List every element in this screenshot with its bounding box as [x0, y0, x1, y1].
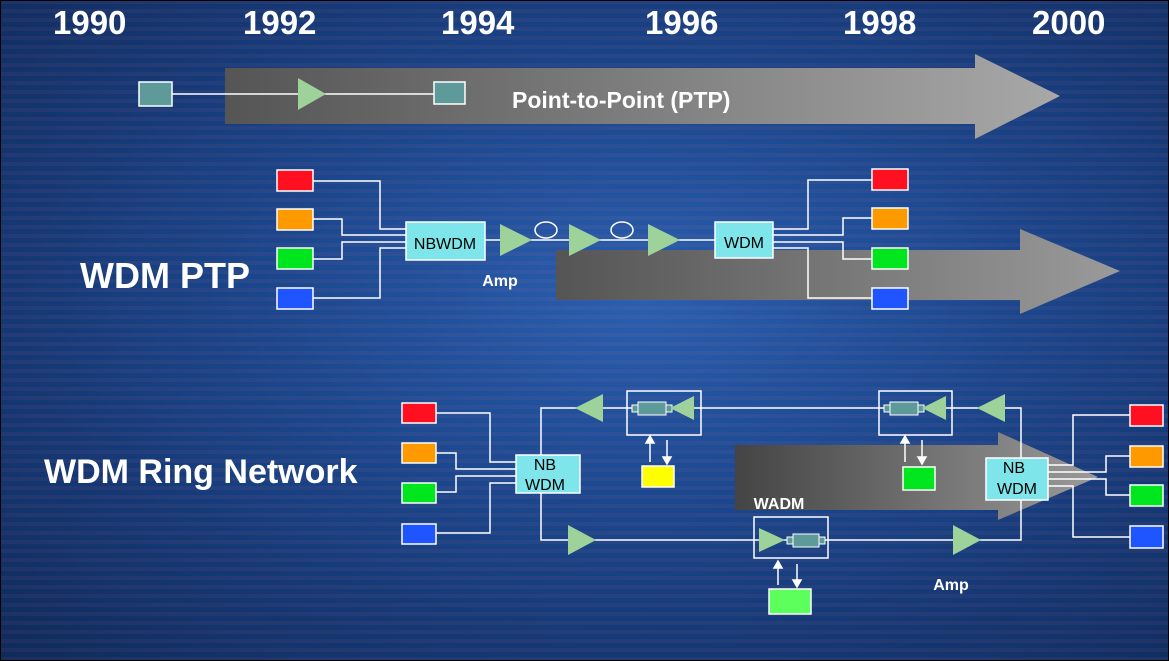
ring-node-left-line1: NB [534, 457, 556, 474]
wdm-ptp-title: WDM PTP [80, 255, 250, 296]
ring-right-fibers [1048, 414, 1130, 538]
filter-icon [792, 533, 820, 548]
year-label: 1990 [53, 4, 127, 41]
amplifier-icon [977, 394, 1005, 422]
wdm-ptp-right-fibers [773, 179, 872, 299]
channel-blue [871, 287, 909, 310]
amplifier-icon [648, 224, 680, 256]
amplifier-icon [568, 525, 596, 555]
channel-green [871, 247, 909, 270]
filter-icon [631, 404, 639, 413]
filter-icon [786, 536, 794, 545]
ptp-arrow-label: Point-to-Point (PTP) [512, 87, 730, 113]
filter-icon [637, 401, 667, 416]
channel-orange [871, 207, 909, 230]
fiber-spool-icon [610, 221, 634, 239]
wdm-ring-title: WDM Ring Network [44, 453, 358, 491]
ring-node-left-line2: WDM [525, 477, 565, 494]
year-label: 1994 [441, 4, 515, 41]
ptp-amplifier [298, 78, 326, 110]
ptp-terminal-right [433, 81, 466, 105]
amplifier-icon [670, 396, 694, 420]
channel-green [401, 482, 437, 504]
drop-channel-green [902, 466, 936, 491]
ring-node-right-line2: WDM [997, 481, 1037, 498]
wadm-label: WADM [754, 496, 805, 513]
ring-node-right-line1: NB [1003, 460, 1025, 477]
ring-node-left [515, 454, 581, 494]
year-label: 1998 [843, 4, 917, 41]
channel-red [871, 168, 909, 191]
add-drop-box [878, 390, 953, 436]
ring-amp-label: Amp [933, 577, 969, 594]
drop-channel-yellow [641, 465, 675, 488]
channel-blue [276, 287, 314, 310]
wdm-label: WDM [724, 235, 764, 252]
amplifier-icon [922, 396, 946, 420]
add-drop-arrows [772, 559, 803, 589]
year-label: 2000 [1032, 4, 1106, 41]
year-label: 1996 [645, 4, 719, 41]
ptp-terminal-left [138, 81, 173, 107]
ring-left-fibers [436, 412, 516, 534]
channel-green [276, 247, 314, 270]
filter-icon [883, 404, 891, 413]
amplifier-icon [759, 528, 785, 552]
channel-blue [1129, 525, 1164, 549]
add-drop-arrows [899, 434, 928, 466]
wadm-box [753, 516, 829, 559]
nbwdm-mux [405, 221, 486, 261]
filter-icon [889, 401, 919, 416]
drop-channel-light-green [768, 588, 812, 615]
add-drop-box [626, 390, 702, 436]
channel-blue [401, 523, 437, 545]
ptp-timeline-arrow [225, 54, 1060, 139]
wdm-ptp-amp-label: Amp [482, 273, 518, 290]
amplifier-icon [575, 394, 603, 422]
channel-orange [1129, 445, 1164, 468]
wdm-demux [714, 221, 774, 259]
wdm-ptp-timeline-arrow [556, 229, 1120, 314]
wdm-ptp-left-fibers [313, 180, 406, 299]
fiber-spool-icon [534, 221, 558, 239]
nbwdm-label: NBWDM [414, 236, 476, 253]
amplifier-icon [953, 525, 981, 555]
channel-red [401, 402, 437, 424]
filter-icon [818, 536, 826, 545]
ring-node-right [985, 457, 1049, 501]
amplifier-icon [569, 224, 601, 256]
channel-green [1129, 484, 1164, 507]
channel-orange [401, 442, 437, 464]
channel-red [276, 169, 314, 192]
channel-orange [276, 208, 314, 231]
amplifier-icon [500, 224, 532, 256]
channel-red [1129, 404, 1164, 427]
year-label: 1992 [243, 4, 317, 41]
add-drop-arrows [644, 434, 673, 466]
